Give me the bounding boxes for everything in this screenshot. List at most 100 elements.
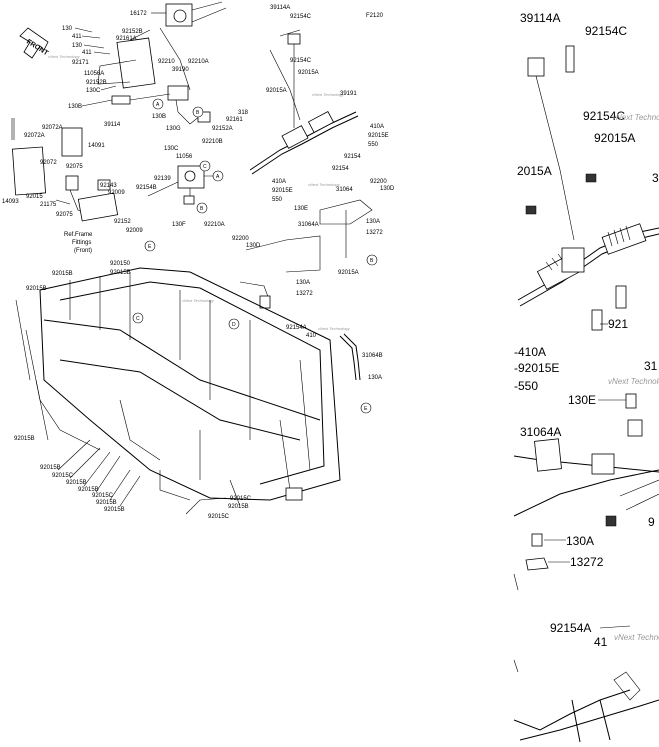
label-92210b: 92210B	[202, 139, 223, 145]
label-92154b: 92154B	[136, 185, 157, 191]
steering-column-illustration	[97, 1, 227, 125]
label-130d-2: 130D	[246, 243, 261, 249]
label-92154a: 92154A	[286, 325, 307, 331]
label-92015b: 92015B	[52, 271, 73, 277]
label-92161: 92161	[226, 117, 243, 123]
label-92072a: 92072A	[42, 125, 63, 131]
watermark-3: vNext Technology	[312, 92, 345, 97]
ref-tag-b-3: B	[366, 254, 378, 266]
bracket-group-illustration	[11, 118, 119, 222]
label-130d: 130D	[380, 186, 395, 192]
zoom-label-9: 9	[648, 515, 655, 529]
zoom-label-130e: 130E	[568, 393, 596, 407]
label-92015b-8: 92015B	[96, 500, 117, 506]
label-92015c-2: 92015C	[92, 493, 114, 499]
label-92154c: 92154C	[290, 14, 312, 20]
label-92139: 92139	[154, 176, 171, 182]
label-92015c: 92015C	[52, 473, 74, 479]
ref-tag-b: B	[192, 106, 204, 118]
label-411: 411	[72, 34, 82, 40]
label-92015b-2: 92015B	[26, 286, 47, 292]
label-92152b-2: 92152B	[86, 80, 107, 86]
label-92210: 92210	[158, 59, 175, 65]
main-frame-illustration	[15, 267, 341, 507]
svg-text:B: B	[200, 206, 204, 212]
left-panel: F2120 FRONT 16172 130 411 92152B 9216	[2, 1, 395, 520]
svg-text:E: E	[364, 406, 368, 412]
ref-tag-d: D	[228, 318, 240, 330]
label-39114: 39114	[104, 122, 121, 128]
zoom-label-3: 3	[652, 171, 659, 185]
zoom-frame-bottom-illustration	[513, 671, 659, 743]
zoom-label-92154c-2: 92154C	[583, 109, 625, 123]
label-92015: 92015	[26, 194, 43, 200]
label-130e: 130E	[294, 206, 308, 212]
zoom-rack-illustration	[517, 223, 659, 331]
zoom-label-921: 921	[608, 317, 628, 331]
label-92015b-4: 92015B	[14, 436, 35, 442]
label-92015e-2: 92015E	[272, 188, 293, 194]
label-92161a: 92161A	[116, 36, 137, 42]
label-92210a-2: 92210A	[204, 222, 225, 228]
ref-tag-b-2: B	[196, 202, 208, 214]
zoom-label-130a: 130A	[566, 534, 594, 548]
zoom-label-92154c: 92154C	[585, 24, 627, 38]
ref-tag-c-2: C	[132, 312, 144, 324]
label-92200: 92200	[370, 179, 387, 185]
label-31064a: 31064A	[298, 222, 319, 228]
ref-tag-a: A	[152, 98, 164, 110]
label-92143: 92143	[100, 183, 117, 189]
label-92015a: 92015A	[298, 70, 319, 76]
label-16172: 16172	[130, 11, 147, 17]
label-92210a: 92210A	[188, 59, 209, 65]
label-31064b: 31064B	[362, 353, 383, 359]
label-11056a: 11056A	[84, 71, 104, 77]
label-92015b-7: 92015B	[78, 487, 99, 493]
label-92015b-5: 92015B	[40, 465, 61, 471]
label-130b-3: 130B	[152, 114, 166, 120]
label-92015a-3: 92015A	[338, 270, 359, 276]
svg-text:B: B	[196, 110, 200, 116]
svg-text:D: D	[232, 322, 236, 328]
label-92075: 92075	[66, 164, 83, 170]
label-410a-2: 410A	[272, 179, 286, 185]
label-550-b: 550	[272, 197, 283, 203]
label-92015a-2: 92015A	[266, 88, 287, 94]
steering-gearbox-illustration	[147, 165, 218, 205]
label-21175: 21175	[40, 202, 57, 208]
watermark-5: vNext Technology	[182, 298, 215, 303]
label-130g: 130G	[166, 126, 181, 132]
label-13272: 13272	[366, 230, 383, 236]
zoom-label-92154a: 92154A	[550, 621, 591, 635]
label-92015c-3: 92015C	[230, 496, 252, 502]
label-920150: 920150	[110, 261, 131, 267]
label-92075-b: 92075	[56, 212, 73, 218]
label-13272-b: 13272	[296, 291, 313, 297]
label-92152b: 92152B	[122, 29, 143, 35]
label-92200-b: 92200	[232, 236, 249, 242]
label-410a: 410A	[370, 124, 384, 130]
label-92015b-10: 92015B	[228, 504, 249, 510]
label-130: 130	[62, 26, 73, 32]
label-130c-2: 130C	[164, 146, 179, 152]
svg-text:C: C	[136, 316, 140, 322]
watermark-4: vNext Technology	[318, 326, 351, 331]
label-92015b-6: 92015B	[66, 480, 87, 486]
label-92072a-2: 92072A	[24, 133, 45, 139]
svg-text:C: C	[203, 164, 207, 170]
zoom-watermark-2: vNext Technology	[608, 377, 659, 386]
label-14093: 14093	[2, 199, 19, 205]
zoom-label-13272: 13272	[570, 555, 604, 569]
svg-text:A: A	[156, 102, 160, 108]
label-92154c-2: 92154C	[290, 58, 312, 64]
label-92154-b: 92154	[332, 166, 349, 172]
zoom-bolt-illustration	[527, 45, 575, 241]
label-92154: 92154	[344, 154, 361, 160]
zoom-label-2015a: 2015A	[517, 164, 552, 178]
ref-tag-e-2: E	[144, 240, 156, 252]
watermark-2: vNext Technology	[308, 182, 341, 187]
label-92072: 92072	[40, 160, 57, 166]
label-550: 550	[368, 142, 379, 148]
zoom-bracket-illustration	[513, 419, 659, 527]
